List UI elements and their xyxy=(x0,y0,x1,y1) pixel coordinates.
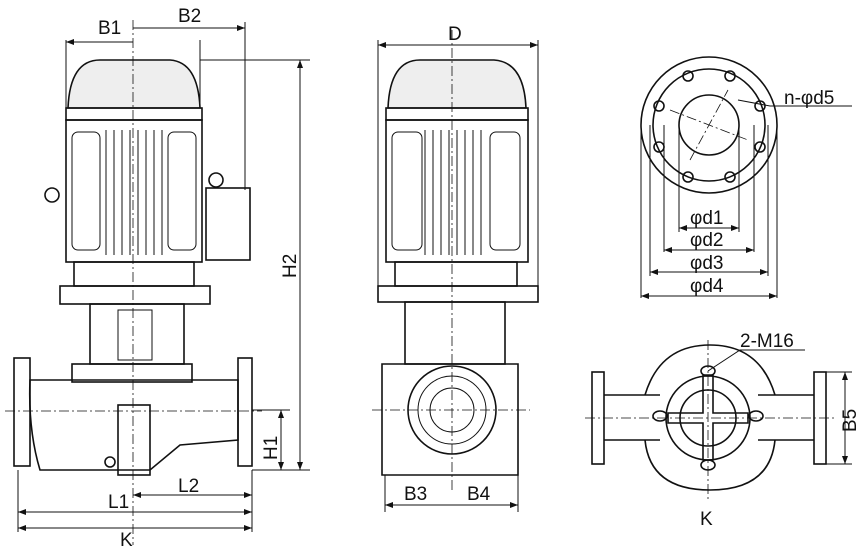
label-l1: L1 xyxy=(108,492,129,513)
label-b4: B4 xyxy=(467,484,491,505)
top-view xyxy=(585,340,852,500)
side-dimensions xyxy=(377,40,539,512)
label-2-m16: 2-M16 xyxy=(740,331,794,352)
inlet-flange xyxy=(13,357,31,467)
front-view xyxy=(5,20,262,545)
motor-foot xyxy=(73,261,195,287)
label-b5: B5 xyxy=(840,409,861,432)
label-b2: B2 xyxy=(178,6,201,27)
label-d4: φd4 xyxy=(690,276,724,297)
pump-cover xyxy=(71,363,193,383)
front-dimensions xyxy=(17,22,310,532)
motor-fins xyxy=(391,130,521,255)
label-d3: φd3 xyxy=(690,253,723,274)
side-view xyxy=(372,30,539,490)
pump-casing xyxy=(381,363,519,476)
label-d1: φd1 xyxy=(690,208,723,229)
label-l2: L2 xyxy=(178,476,199,497)
label-d2: φd2 xyxy=(690,230,723,251)
outlet-flange xyxy=(237,357,253,467)
label-n-d5: n-φd5 xyxy=(784,88,834,109)
motor-foot xyxy=(394,261,518,287)
motor-fan-cover xyxy=(67,59,201,109)
label-d: D xyxy=(448,24,462,45)
label-h2: H2 xyxy=(280,254,301,278)
coupling xyxy=(117,309,153,361)
bolt-holes xyxy=(653,70,766,183)
lifting-eye xyxy=(44,187,60,203)
terminal-box xyxy=(205,187,251,261)
drain-plug xyxy=(104,456,116,468)
base-plate xyxy=(59,285,211,305)
label-b3: B3 xyxy=(404,484,427,505)
label-h1: H1 xyxy=(261,436,282,460)
volute-casing xyxy=(28,379,239,471)
cable-gland xyxy=(208,172,224,188)
label-k: K xyxy=(120,530,133,551)
pump-foot xyxy=(117,404,151,476)
motor-fins xyxy=(71,130,197,255)
flange-view xyxy=(640,56,852,299)
label-b1: B1 xyxy=(98,18,121,39)
label-k-top: K xyxy=(700,509,713,530)
coupling-frame xyxy=(404,301,506,365)
motor-fan-cover xyxy=(387,59,527,109)
base-plate xyxy=(377,285,539,303)
motor-body xyxy=(65,119,203,263)
motor-flange xyxy=(65,107,203,121)
coupling-frame xyxy=(89,303,185,365)
motor-flange xyxy=(385,107,529,121)
